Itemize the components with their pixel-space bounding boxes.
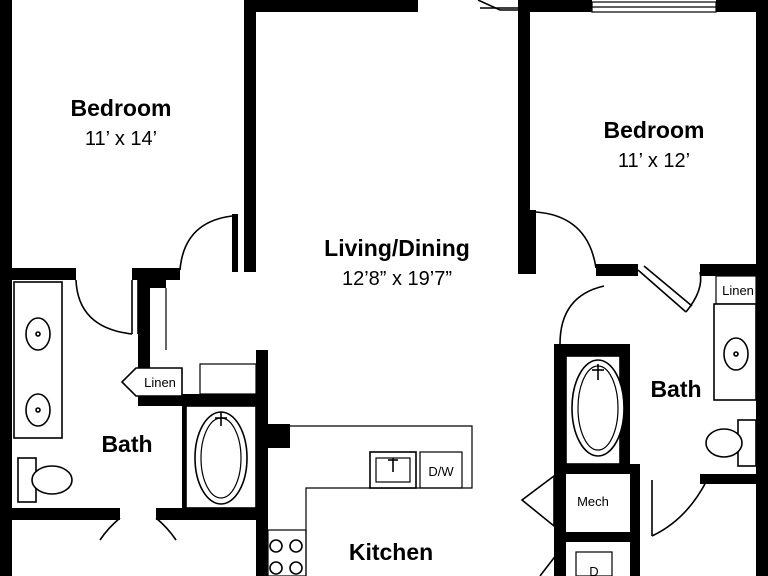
room-labels: Bedroom 11’ x 14’ Bedroom 11’ x 12’ Livi…: [71, 95, 754, 576]
left-bedroom-walls: [0, 0, 256, 335]
kitchen-name: Kitchen: [349, 539, 433, 565]
bedroom-right-name: Bedroom: [604, 117, 705, 143]
linen-left-label: Linen: [144, 375, 176, 390]
living-name: Living/Dining: [324, 235, 470, 261]
bath-right-name: Bath: [650, 376, 701, 402]
bath-left-name: Bath: [101, 431, 152, 457]
left-bath: [0, 280, 268, 576]
dishwasher-label: D/W: [428, 464, 454, 479]
linen-right-label: Linen: [722, 283, 754, 298]
bedroom-right-size: 11’ x 12’: [618, 150, 690, 172]
right-bath: [520, 275, 757, 576]
dryer-label: D: [589, 564, 598, 576]
right-bedroom-walls: [518, 12, 756, 313]
mech-label: Mech: [577, 494, 609, 509]
bedroom-left-size: 11’ x 14’: [85, 128, 157, 150]
kitchen: [267, 424, 473, 576]
living-size: 12’8” x 19’7”: [342, 268, 452, 290]
entry-door: [477, 0, 518, 11]
bedroom-left-name: Bedroom: [71, 95, 172, 121]
